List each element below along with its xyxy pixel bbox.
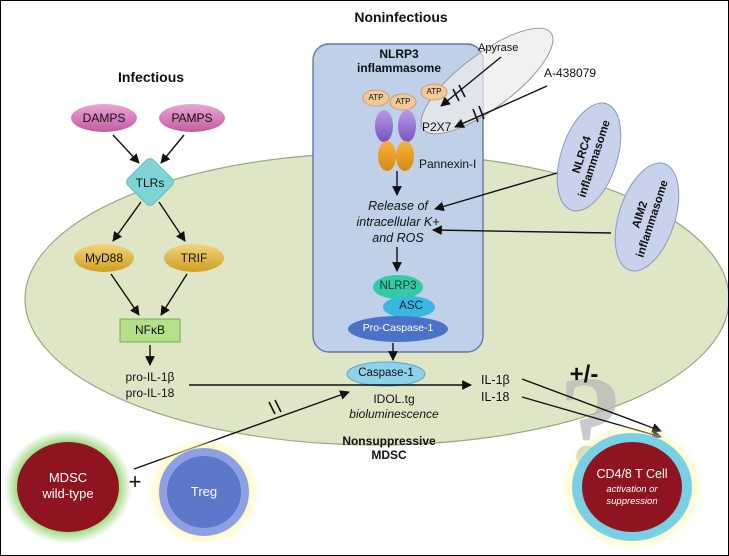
- idol-line1: IDOL.tg: [373, 392, 415, 406]
- pamps-label: PAMPS: [171, 111, 213, 125]
- atp-label-2: ATP: [395, 97, 411, 106]
- release-line2: intracellular K+: [356, 215, 440, 229]
- p2x7-receptor-left: [375, 110, 393, 142]
- myd88-oval: [74, 244, 134, 272]
- atp-oval-1: [362, 89, 390, 107]
- cytokine-labels: IL-1β IL-18: [481, 372, 510, 406]
- pamps-oval: [159, 104, 225, 132]
- nlrp3-box-title: NLRP3 inflammasome: [357, 47, 441, 75]
- pro-il-labels: pro-IL-1β pro-IL-18: [126, 369, 175, 401]
- nlrp3-label: NLRP3: [379, 280, 417, 292]
- tcell-line3: suppression: [606, 496, 658, 507]
- mdsc-label-line2: MDSC: [371, 448, 407, 462]
- il18-label: IL-18: [481, 390, 510, 404]
- pannexin-channel-right: [396, 141, 414, 171]
- pro-il18-label: pro-IL-18: [125, 386, 175, 400]
- apyrase-oval: [420, 27, 554, 135]
- trif-label: TRIF: [180, 251, 208, 265]
- apyrase-label: Apyrase: [478, 42, 519, 54]
- nfkb-label: NFκB: [135, 323, 165, 337]
- damps-oval: [71, 104, 137, 132]
- atp-label-3: ATP: [426, 87, 442, 96]
- idol-label: IDOL.tg bioluminescence: [349, 392, 438, 422]
- p2x7-label: P2X7: [422, 120, 452, 134]
- tcell-label: CD4/8 T Cell activation or suppression: [596, 467, 667, 508]
- aim2-inflammasome-oval: [614, 162, 680, 272]
- infectious-title: Infectious: [117, 69, 185, 85]
- mdsc-wild-type-cell: [17, 442, 119, 532]
- caspase-1-label: Caspase-1: [358, 367, 414, 379]
- nonsuppressive-mdsc-label: Nonsuppressive MDSC: [342, 434, 435, 462]
- damps-label: DAMPS: [82, 111, 126, 125]
- tlrs-label: TLRs: [135, 176, 165, 190]
- pro-caspase-1-protein: [348, 316, 448, 342]
- caspase-1-protein: [346, 361, 426, 387]
- asc-protein: [383, 296, 435, 318]
- nfkb-box: [119, 318, 181, 343]
- pannexin-label: Pannexin-I: [419, 157, 477, 171]
- release-text: Release of intracellular K+ and ROS: [356, 198, 439, 246]
- atp-oval-3: [420, 83, 448, 101]
- il1b-label: IL-1β: [481, 373, 510, 387]
- noninfectious-title: Noninfectious: [354, 9, 448, 25]
- nlrp3-box-title-line1: NLRP3: [379, 47, 419, 61]
- tcell-line1: CD4/8 T Cell: [596, 467, 668, 481]
- plus-sign: +: [128, 469, 142, 494]
- treg-label: Treg: [190, 484, 218, 499]
- nlrp3-protein: [373, 275, 423, 299]
- release-line1: Release of: [368, 199, 428, 213]
- idol-line2: bioluminescence: [349, 407, 439, 421]
- pannexin-channel-left: [378, 141, 396, 171]
- mdsc-line1: MDSC: [48, 470, 88, 485]
- pro-caspase-1-label: Pro-Caspase-1: [362, 322, 434, 334]
- a438079-label: A-438079: [544, 66, 597, 80]
- atp-oval-2: [389, 93, 417, 111]
- release-line3: and ROS: [372, 231, 424, 245]
- cd48-t-cell: [582, 442, 682, 532]
- myd88-label: MyD88: [84, 251, 124, 265]
- block-marks: [268, 84, 485, 415]
- nlrc4-inflammasome-oval: [556, 102, 622, 212]
- plus-minus-label: +/-: [569, 361, 599, 388]
- nlrp3-box-title-line2: inflammasome: [356, 61, 442, 75]
- pro-il1b-label: pro-IL-1β: [125, 370, 175, 384]
- trif-oval: [164, 244, 224, 272]
- mdsc-line2: wild-type: [42, 486, 94, 501]
- mdsc-label-line1: Nonsuppressive: [342, 434, 436, 448]
- mdsc-wild-type-label: MDSC wild-type: [42, 470, 93, 502]
- p2x7-receptor-right: [398, 110, 416, 142]
- tcell-line2: activation or: [606, 484, 658, 495]
- treg-cell: [167, 456, 241, 528]
- tlrs-diamond: [126, 158, 174, 206]
- atp-label-1: ATP: [368, 93, 384, 102]
- asc-label: ASC: [399, 300, 423, 312]
